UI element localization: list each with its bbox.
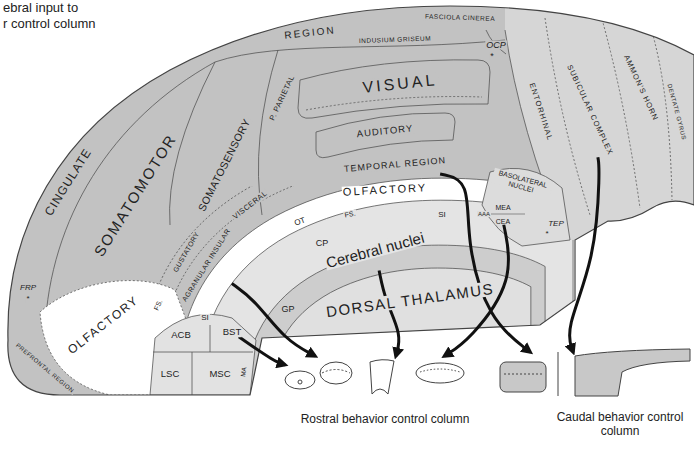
region-label: SOMATOMOTOR	[91, 130, 180, 259]
source-region: TEMPORAL REGION	[343, 156, 448, 174]
region-label: OLFACTORY	[65, 293, 142, 356]
region-label: CP	[315, 239, 330, 248]
region-label: P. PARIETAL	[268, 73, 296, 122]
node-text: Rostral behavior control column	[285, 412, 485, 426]
region-label: TEP	[547, 220, 565, 228]
region-label: SI	[437, 211, 447, 219]
region-label: OLFACTORY	[342, 182, 429, 197]
region-label: ENTORHINAL	[528, 81, 554, 142]
region-label: OT	[292, 216, 307, 228]
marker-star: *	[489, 52, 495, 61]
region-label: AMMON'S HORN	[622, 53, 660, 123]
region-label: AUDITORY	[355, 123, 414, 139]
region-label: LSC	[160, 369, 180, 379]
region-label: FASCIOLA CINEREA	[424, 13, 496, 22]
source-region: SUBICULAR COMPLEX	[565, 63, 614, 157]
region-label: ACB	[170, 330, 192, 340]
node-text: TEMPORAL REGION	[344, 155, 447, 174]
node-text: Cerebral nuclei	[324, 229, 426, 272]
region-label: BASOLATERAL NUCLEI	[491, 168, 553, 198]
region-label: CINGULATE	[42, 145, 94, 218]
region-label: MSC	[208, 369, 231, 379]
region-label: MEA	[494, 204, 511, 211]
control-column: Caudal behavior control column	[492, 352, 688, 443]
marker-star: *	[25, 295, 30, 303]
region-label: FRP	[19, 284, 37, 292]
region-label: AAA	[477, 211, 491, 217]
node-text: Caudal behavior control column	[552, 410, 688, 439]
region-label: VISUAL	[361, 72, 439, 96]
source-region: AGRANULAR INSULAR	[180, 227, 232, 304]
region-label: FS.	[343, 209, 357, 218]
input-arrow	[239, 337, 285, 365]
region-label: SOMATOSENSORY	[196, 116, 253, 214]
region-label: MA	[240, 366, 248, 379]
region-label: INDUSIUM GRISEUM	[358, 35, 432, 44]
input-arrow	[232, 283, 315, 356]
marker-star: *	[544, 230, 549, 238]
region-label: OCP	[485, 41, 507, 50]
region-label: VISCERAL	[231, 189, 270, 221]
node-text: SUBICULAR COMPLEX	[565, 63, 615, 156]
source-region: BST	[222, 327, 242, 337]
source-region: Cerebral nuclei	[323, 229, 426, 270]
control-column: Rostral behavior control column	[285, 356, 485, 430]
region-label: GP	[280, 305, 295, 314]
caption-fragment: r control column	[2, 17, 96, 30]
region-label: DENTATE GYRUS	[666, 82, 687, 141]
region-label: DORSAL THALAMUS	[324, 281, 496, 320]
node-text: CEA	[496, 218, 510, 225]
region-label: REGION	[283, 25, 337, 41]
caption-fragment: ebral input to	[2, 1, 79, 14]
source-region: CEA	[495, 218, 511, 225]
region-label: GUSTATORY	[171, 230, 201, 274]
input-arrow	[570, 157, 599, 352]
node-text: BST	[223, 326, 241, 337]
input-arrow	[379, 271, 399, 356]
input-arrow	[440, 174, 530, 352]
region-label: SI	[200, 314, 210, 322]
region-label: FS.	[152, 298, 164, 313]
